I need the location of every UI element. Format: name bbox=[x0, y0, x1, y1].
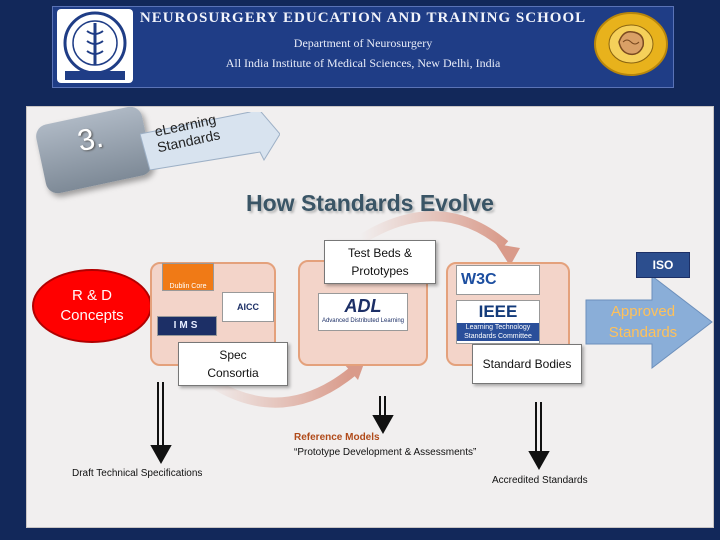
aicc-logo: AICC bbox=[222, 292, 274, 322]
ieee-label: IEEE bbox=[478, 302, 518, 321]
ims-label: IMS bbox=[173, 320, 201, 331]
draft-specs-text: Draft Technical Specifications bbox=[72, 468, 203, 479]
aicc-label: AICC bbox=[237, 302, 259, 312]
standard-bodies-text: Standard Bodies bbox=[482, 357, 572, 371]
ieee-caption: Learning Technology Standards Committee bbox=[457, 323, 539, 341]
adl-logo: ADL Advanced Distributed Learning bbox=[318, 293, 408, 331]
spec-line-1: Spec bbox=[219, 348, 247, 362]
ieee-caption-line-1: Learning Technology bbox=[465, 324, 531, 331]
ieee-logo: IEEE Learning Technology Standards Commi… bbox=[456, 300, 540, 344]
header-banner bbox=[52, 6, 674, 88]
adl-caption: Advanced Distributed Learning bbox=[321, 318, 405, 324]
adl-label: ADL bbox=[344, 296, 382, 316]
reference-models-subtitle: “Prototype Development & Assessments” bbox=[294, 447, 477, 458]
test-beds-line-1: Test Beds & bbox=[347, 246, 413, 260]
dublin-core-label: Dublin Core bbox=[169, 283, 207, 290]
standard-bodies-label: Standard Bodies bbox=[472, 344, 582, 384]
school-seal-icon bbox=[593, 12, 669, 76]
slide-title: How Standards Evolve bbox=[246, 190, 494, 216]
approved-line-2: Standards bbox=[608, 324, 678, 341]
test-beds-line-2: Prototypes bbox=[351, 264, 409, 278]
ims-logo: IMS bbox=[157, 316, 217, 336]
upper-flow-arrow bbox=[357, 211, 509, 249]
lower-flow-arrow bbox=[202, 368, 356, 408]
iso-logo: ISO bbox=[636, 252, 690, 278]
w3c-logo: W3C bbox=[456, 265, 540, 295]
rnd-concepts-node: R & D Concepts bbox=[32, 269, 152, 343]
approved-line-1: Approved bbox=[610, 303, 676, 320]
accredited-standards-text: Accredited Standards bbox=[492, 475, 588, 486]
spec-line-2: Consortia bbox=[207, 366, 259, 380]
aiims-emblem-icon bbox=[57, 9, 133, 83]
institute-name: All India Institute of Medical Sciences,… bbox=[225, 56, 501, 70]
department-name: Department of Neurosurgery bbox=[293, 36, 433, 50]
topic-arrow-icon bbox=[140, 112, 280, 170]
rnd-line-1: R & D bbox=[71, 287, 112, 304]
test-beds-label: Test Beds & Prototypes bbox=[324, 240, 436, 284]
w3c-label: W3C bbox=[461, 271, 497, 288]
dublin-core-logo: Dublin Core bbox=[162, 263, 214, 291]
ieee-caption-line-2: Standards Committee bbox=[464, 333, 532, 340]
down-arrow-accredited bbox=[528, 402, 550, 471]
down-arrow-draft bbox=[150, 382, 172, 465]
iso-label: ISO bbox=[652, 258, 674, 272]
down-arrow-reference bbox=[372, 396, 394, 435]
school-title: NEUROSURGERY EDUCATION AND TRAINING SCHO… bbox=[139, 10, 587, 26]
rnd-line-2: Concepts bbox=[60, 307, 124, 324]
approved-standards-label: Approved Standards bbox=[598, 301, 688, 343]
reference-models-title: Reference Models bbox=[294, 432, 380, 443]
spec-consortia-label: Spec Consortia bbox=[178, 342, 288, 386]
upper-flow-arrowhead bbox=[496, 244, 520, 266]
approved-standards-arrow bbox=[585, 274, 713, 370]
